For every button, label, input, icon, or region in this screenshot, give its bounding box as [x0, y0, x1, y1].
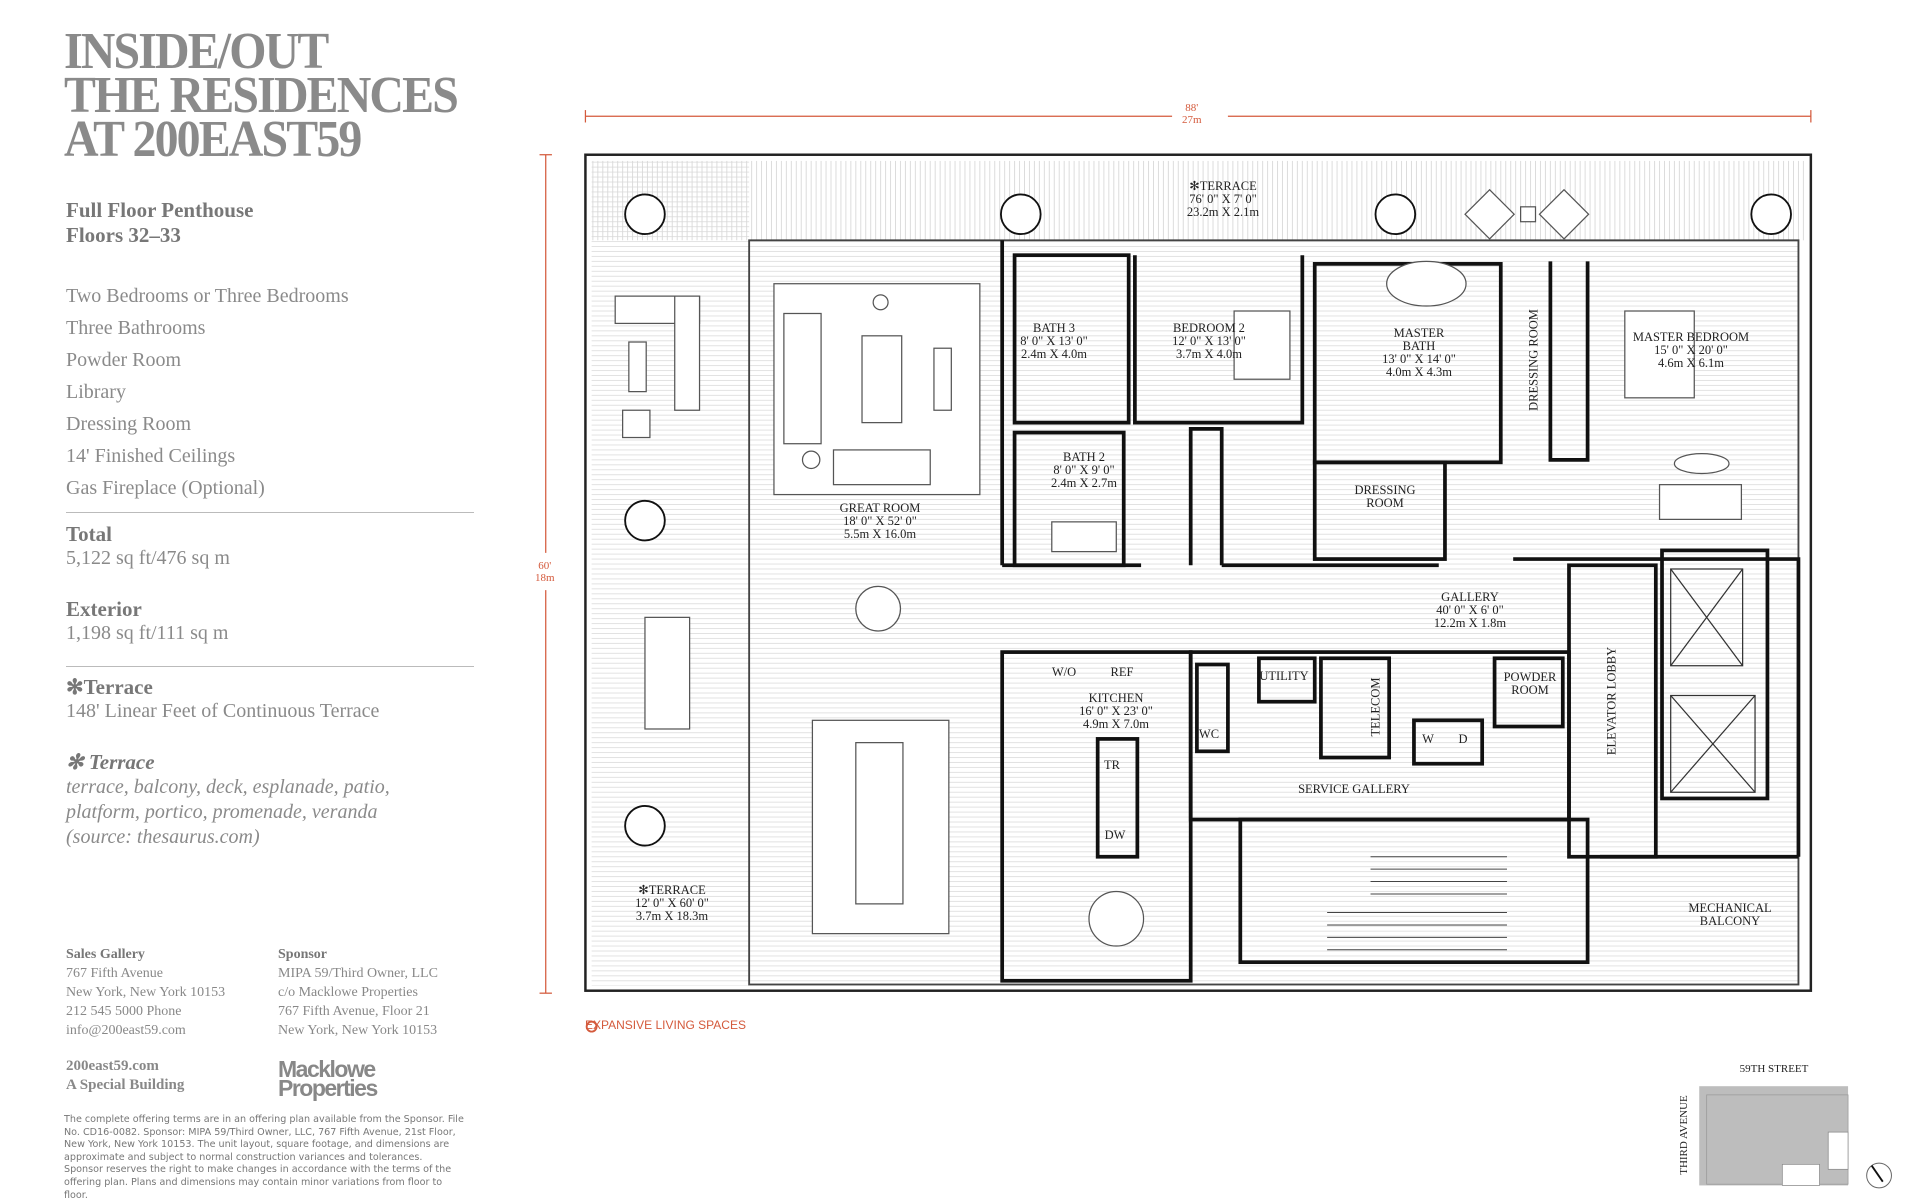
feature-item: Three Bathrooms [66, 317, 206, 339]
title-line: AT 200EAST59 [64, 111, 362, 168]
feature-item: Powder Room [66, 349, 181, 371]
address-line: MIPA 59/Third Owner, LLC [278, 966, 438, 981]
key-plan-avenue: THIRD AVENUE [1678, 1095, 1690, 1175]
columns [624, 193, 1792, 847]
terrace-def-line: (source: thesaurus.com) [66, 826, 260, 848]
appliance-wall-oven: W/O [1051, 665, 1077, 679]
address-line: c/o Macklowe Properties [278, 985, 418, 1000]
feature-item: Dressing Room [66, 413, 191, 435]
total-area: Total 5,122 sq ft/476 sq m [66, 522, 230, 570]
appliance-washer: W [1422, 732, 1434, 746]
divider [66, 512, 474, 513]
macklowe-logo: Macklowe Properties [278, 1056, 378, 1101]
room-bedroom-2: BEDROOM 2 12' 0" X 13' 0" 3.7m X 4.0m [1172, 321, 1246, 361]
room-master-bedroom: MASTER BEDROOM 15' 0" X 20' 0" 4.6m X 6.… [1632, 330, 1750, 370]
room-gallery: GALLERY 40' 0" X 6' 0" 12.2m X 1.8m [1433, 590, 1507, 630]
room-dressing-room: DRESSING ROOM [1354, 483, 1416, 510]
feature-item: Gas Fireplace (Optional) [66, 477, 265, 499]
appliance-refrigerator: REF [1110, 665, 1134, 679]
room-kitchen: KITCHEN 16' 0" X 23' 0" 4.9m X 7.0m [1079, 691, 1153, 731]
sponsor: Sponsor MIPA 59/Third Owner, LLC c/o Mac… [278, 945, 438, 1040]
total-label: Total [66, 522, 112, 546]
stairs [1327, 856, 1507, 951]
logo-line: Macklowe [278, 1056, 376, 1082]
width-m: 27m [1182, 114, 1202, 126]
room-mechanical-balcony: MECHANICAL BALCONY [1688, 901, 1772, 928]
furniture [614, 188, 1743, 947]
website-block: 200east59.com A Special Building [66, 1057, 184, 1095]
appliance-dishwasher: DW [1104, 828, 1126, 842]
unit-floors: Floors 32–33 [66, 223, 181, 247]
terrace-def-label: ✻ Terrace [66, 750, 155, 774]
room-great-room: GREAT ROOM 18' 0" X 52' 0" 5.5m X 16.0m [839, 501, 921, 541]
room-wc: WC [1198, 727, 1220, 741]
address-line: 767 Fifth Avenue [66, 966, 163, 981]
room-powder-room: POWDER ROOM [1503, 670, 1557, 697]
feature-item: Library [66, 381, 126, 403]
feature-item: Two Bedrooms or Three Bedrooms [66, 285, 349, 307]
terrace-note-value: 148' Linear Feet of Continuous Terrace [66, 700, 380, 722]
exterior-label: Exterior [66, 597, 142, 621]
address-line: New York, New York 10153 [278, 1023, 438, 1038]
depth-m: 18m [535, 572, 555, 584]
legend-circle-icon [585, 1020, 598, 1033]
terrace-definition: ✻ Terrace terrace, balcony, deck, esplan… [66, 750, 390, 850]
exterior-area: Exterior 1,198 sq ft/111 sq m [66, 597, 228, 645]
feature-list: Two Bedrooms or Three Bedrooms Three Bat… [66, 280, 349, 504]
logo-line: Properties [278, 1075, 378, 1101]
total-value: 5,122 sq ft/476 sq m [66, 547, 230, 569]
room-terrace-left: ✻TERRACE 12' 0" X 60' 0" 3.7m X 18.3m [635, 883, 709, 923]
room-dressing-room-vertical: DRESSING ROOM [1526, 309, 1541, 411]
terrace-def-line: terrace, balcony, deck, esplanade, patio… [66, 776, 390, 798]
walls [1000, 240, 1801, 983]
room-elevator-lobby: ELEVATOR LOBBY [1604, 646, 1619, 756]
room-master-bath: MASTER BATH 13' 0" X 14' 0" 4.0m X 4.3m [1382, 326, 1456, 379]
brand-title: INSIDE/OUT THE RESIDENCES AT 200EAST59 [64, 23, 459, 168]
tagline: A Special Building [66, 1077, 185, 1093]
phone: 212 545 5000 Phone [66, 1004, 182, 1019]
unit-heading: Full Floor Penthouse Floors 32–33 [66, 198, 253, 248]
email-link[interactable]: info@200east59.com [66, 1023, 186, 1038]
divider [66, 666, 474, 667]
key-plan-street: 59TH STREET [1739, 1063, 1809, 1075]
address-line: New York, New York 10153 [66, 985, 226, 1000]
elevator-icons [1670, 568, 1756, 793]
appliance-trash: TR [1104, 758, 1120, 772]
terrace-note: ✻Terrace 148' Linear Feet of Continuous … [66, 675, 379, 723]
room-bath-3: BATH 3 8' 0" X 13' 0" 2.4m X 4.0m [1020, 321, 1088, 361]
sales-gallery: Sales Gallery 767 Fifth Avenue New York,… [66, 945, 225, 1040]
room-terrace-top: ✻TERRACE 76' 0" X 7' 0" 23.2m X 2.1m [1186, 179, 1260, 219]
address-line: 767 Fifth Avenue, Floor 21 [278, 1004, 430, 1019]
title-line: INSIDE/OUT [64, 23, 329, 80]
appliance-dryer: D [1458, 732, 1468, 746]
depth-ft: 60' [538, 560, 552, 572]
key-plan [1699, 1086, 1892, 1189]
feature-item: 14' Finished Ceilings [66, 445, 236, 467]
website-link[interactable]: 200east59.com [66, 1058, 159, 1074]
unit-name: Full Floor Penthouse [66, 198, 254, 222]
width-dimension: 88' 27m [1182, 102, 1202, 126]
room-bath-2: BATH 2 8' 0" X 9' 0" 2.4m X 2.7m [1051, 450, 1117, 490]
sponsor-label: Sponsor [278, 947, 328, 962]
legend-expansive-living: EXPANSIVE LIVING SPACES [585, 1018, 746, 1032]
room-telecom: TELECOM [1368, 677, 1383, 737]
room-service-gallery: SERVICE GALLERY [1298, 782, 1410, 796]
sales-gallery-label: Sales Gallery [66, 947, 145, 962]
title-line: THE RESIDENCES [64, 67, 459, 124]
legal-fine-print: The complete offering terms are in an of… [64, 1114, 464, 1201]
width-ft: 88' [1185, 102, 1199, 114]
exterior-value: 1,198 sq ft/111 sq m [66, 622, 229, 644]
depth-dimension: 60' 18m [535, 560, 555, 584]
terrace-def-line: platform, portico, promenade, veranda [66, 801, 378, 823]
dimension-lines [539, 110, 1812, 994]
terrace-note-label: ✻Terrace [66, 675, 153, 699]
room-utility: UTILITY [1259, 669, 1309, 683]
